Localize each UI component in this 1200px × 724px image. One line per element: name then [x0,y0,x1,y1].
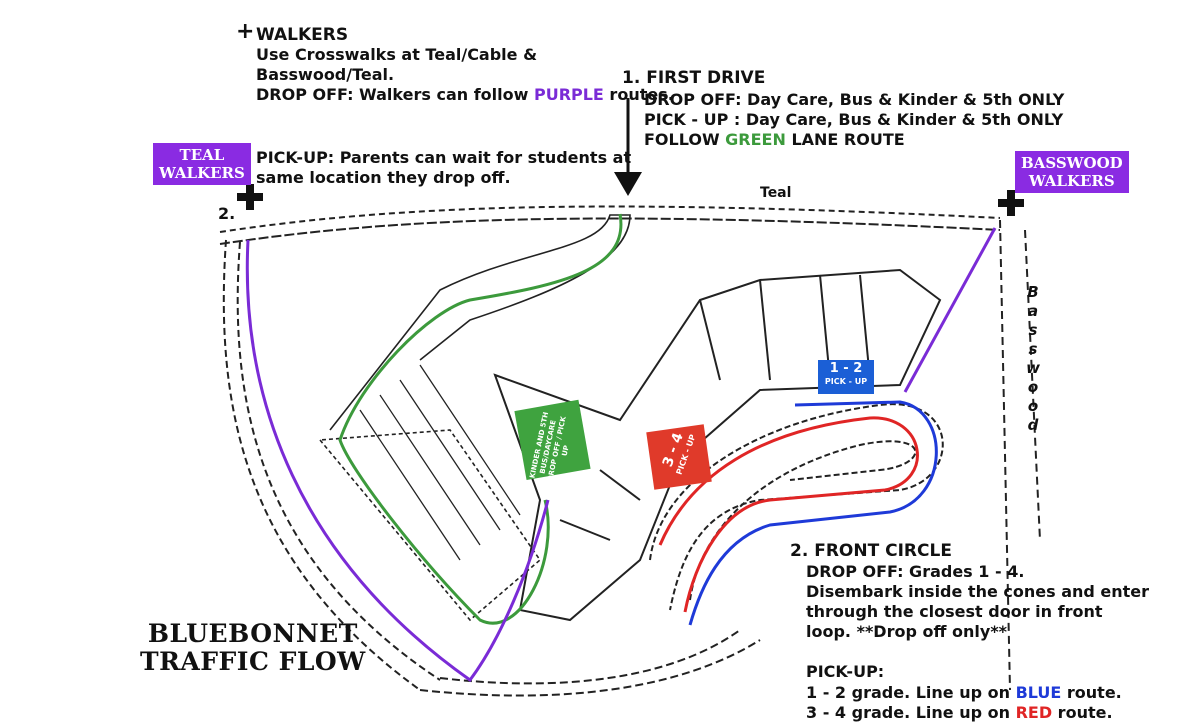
teal-walkers-line2: WALKERS [159,164,245,182]
basswood-walkers-label: BASSWOOD WALKERS [1015,151,1129,193]
front-circle-header: 2. FRONT CIRCLE [790,541,952,561]
walkers-purple-word: PURPLE [533,85,604,104]
front-circle-title: FRONT CIRCLE [814,541,952,561]
blue-route [688,400,938,626]
front-circle-line3: through the closest door in front [806,602,1103,621]
walkers-line1: Use Crosswalks at Teal/Cable & [256,45,538,64]
first-drive-header: 1. FIRST DRIVE [622,68,765,88]
basswood-walkers-line1: BASSWOOD [1021,154,1123,172]
basswood-letter: w [1026,359,1040,377]
basswood-letter: s [1028,340,1038,358]
plus-walker-icon: + [236,19,255,44]
pickup1-suffix: route. [1061,683,1122,702]
follow-prefix: FOLLOW [644,130,726,149]
front-circle [649,403,944,611]
pickup-note-line2: same location they drop off. [256,168,511,187]
basswood-letter: s [1028,321,1038,339]
purple-route-right [903,227,997,393]
down-arrow-icon [614,98,642,196]
purple-route-left [245,239,550,683]
cross-marker-icon [998,190,1024,216]
basswood-street-label: B a s s w o o d [1026,283,1040,435]
pickup1-blue-word: BLUE [1015,683,1062,702]
basswood-letter: a [1027,302,1039,320]
pickup2-red-word: RED [1015,703,1053,722]
bottom-drive [419,629,761,697]
follow-suffix: LANE ROUTE [785,130,905,149]
pickup2-prefix: 3 - 4 grade. Line up on [806,703,1016,722]
follow-green-word: GREEN [725,130,786,149]
first-drive-follow: FOLLOW GREEN LANE ROUTE [644,130,905,150]
teal-street-label: Teal [760,185,792,201]
pickup-note-line1: PICK-UP: Parents can wait for students a… [256,148,632,167]
walkers-line3-suffix: routes. [603,85,674,104]
front-circle-line4: loop. **Drop off only** [806,622,1008,641]
walkers-line2: Basswood/Teal. [256,65,395,84]
first-drive-pickup: PICK - UP : Day Care, Bus & Kinder & 5th… [644,110,1064,129]
walkers-line3: DROP OFF: Walkers can follow PURPLE rout… [256,85,674,105]
front-circle-line2: Disembark inside the cones and enter [806,582,1150,601]
marker-two-left: 2. [218,204,236,223]
zone-kinder [514,399,591,481]
teal-walkers-label: TEAL WALKERS [153,143,251,185]
basswood-letter: o [1027,378,1039,396]
front-circle-pickup-header: PICK-UP: [806,662,885,681]
basswood-letter: o [1027,397,1039,415]
basswood-letter: d [1027,416,1039,434]
basswood-road [999,219,1041,691]
front-circle-dropoff: DROP OFF: Grades 1 - 4. [806,562,1025,581]
pickup1-prefix: 1 - 2 grade. Line up on [806,683,1016,702]
map-title-line2: TRAFFIC FLOW [140,647,366,676]
basswood-walkers-line2: WALKERS [1028,172,1115,190]
basswood-letter: B [1027,283,1039,301]
map-title-line1: BLUEBONNET [147,619,358,648]
front-circle-pickup1: 1 - 2 grade. Line up on BLUE route. [806,683,1122,703]
zone-grades-12 [818,360,874,394]
pickup2-suffix: route. [1052,703,1113,722]
first-drive-title: FIRST DRIVE [646,68,766,88]
green-route [338,213,623,625]
map-title: BLUEBONNET TRAFFIC FLOW [140,620,366,676]
teal-road [219,205,1001,245]
zone-grades-12-label: 1 - 2 PICK - UP [818,362,874,388]
front-circle-number: 2. [790,541,809,561]
red-route [658,416,919,613]
parking-lot [318,214,631,622]
first-drive-number: 1. [622,68,641,88]
zone-grades-34 [646,424,712,490]
walkers-header: WALKERS [256,25,349,45]
front-circle-pickup2: 3 - 4 grade. Line up on RED route. [806,703,1113,723]
cross-marker-icon [237,184,263,210]
left-road [222,239,441,691]
zone-grades-12-subtitle: PICK - UP [824,377,868,386]
zone-grades-12-title: 1 - 2 [829,361,863,376]
teal-walkers-line1: TEAL [179,146,225,164]
walkers-line3-prefix: DROP OFF: Walkers can follow [256,85,534,104]
first-drive-dropoff: DROP OFF: Day Care, Bus & Kinder & 5th O… [644,90,1065,109]
